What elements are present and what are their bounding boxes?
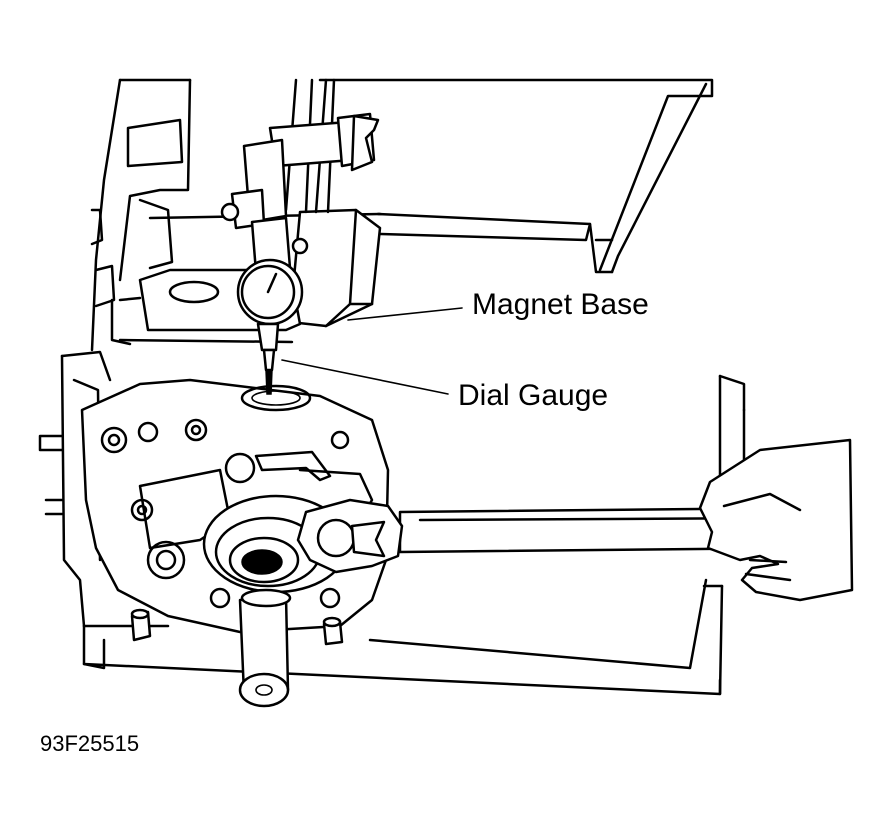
dial-gauge bbox=[236, 258, 304, 395]
figure-id: 93F25515 bbox=[40, 731, 140, 756]
magnet-base-label: Magnet Base bbox=[472, 288, 649, 321]
gauge-stand bbox=[220, 78, 380, 274]
output-shaft bbox=[130, 494, 350, 708]
leader-lines bbox=[281, 307, 463, 395]
dial-gauge-label: Dial Gauge bbox=[458, 379, 609, 412]
hand bbox=[698, 438, 854, 602]
